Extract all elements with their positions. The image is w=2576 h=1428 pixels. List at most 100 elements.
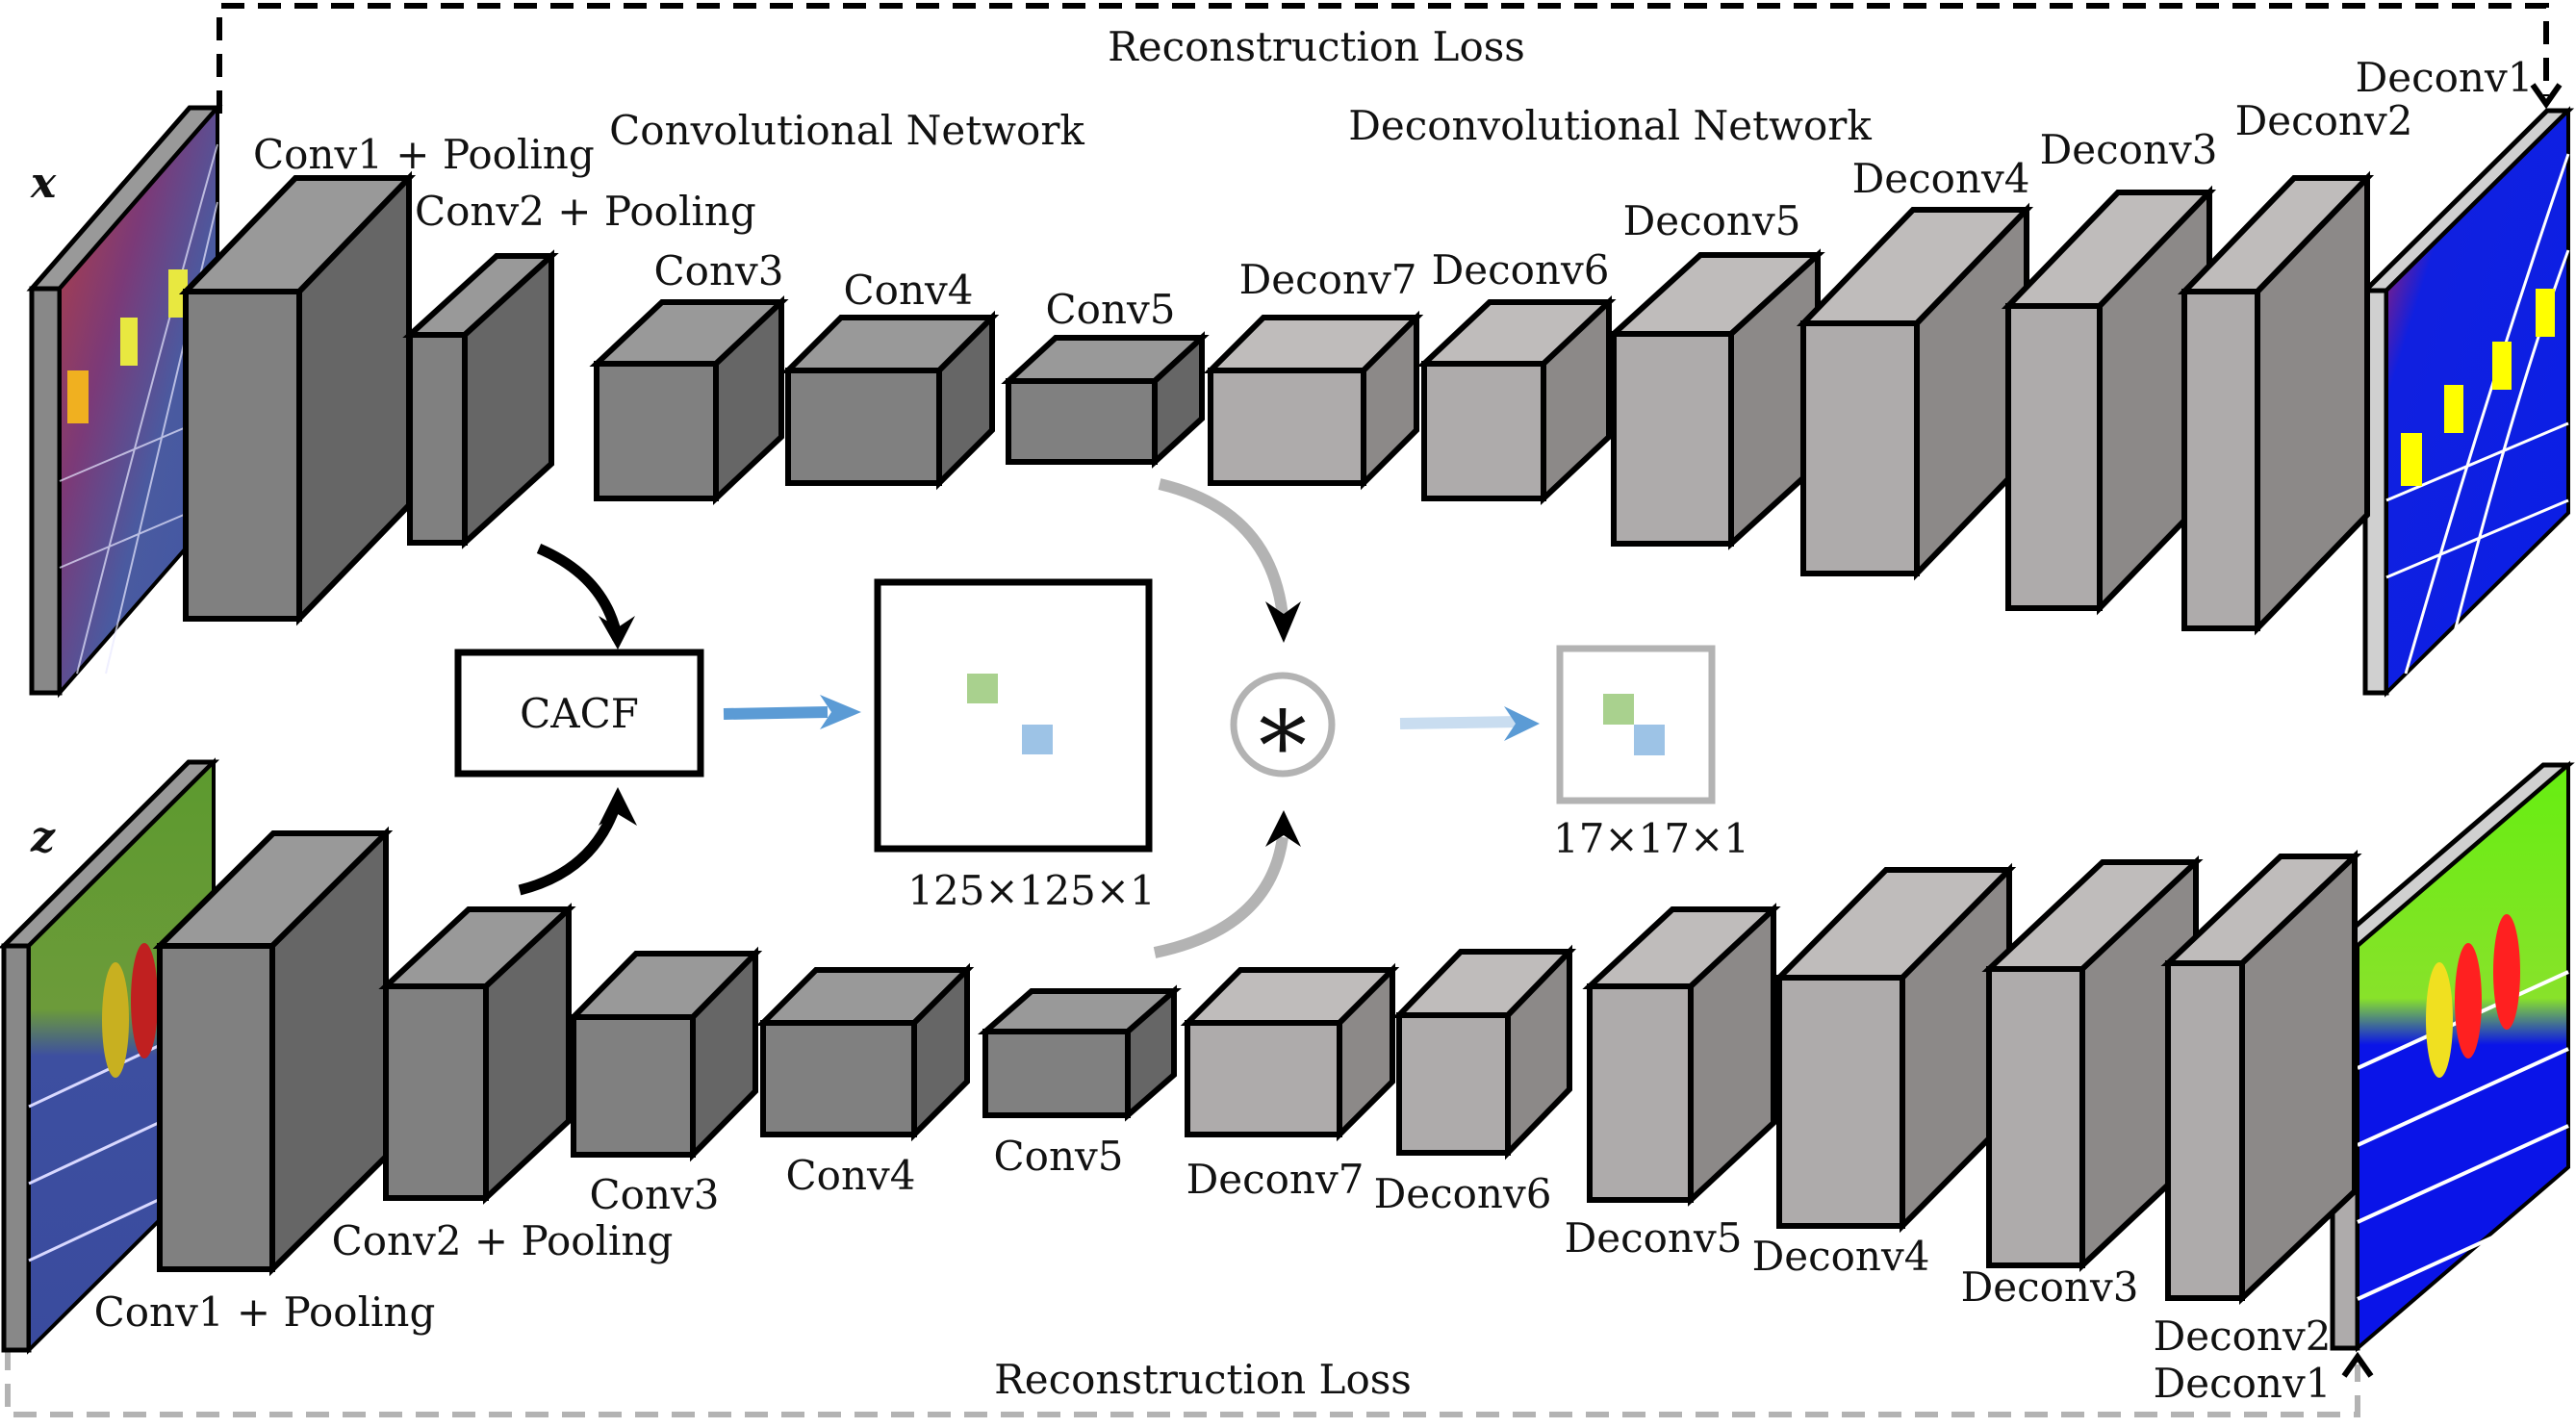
cacf-input-arrows [518, 543, 637, 896]
top-layer-label: Conv2 + Pooling [415, 188, 756, 235]
cacf-output-arrow [723, 695, 861, 729]
top-layer-block-2 [402, 249, 559, 549]
top-layer-label: Deconv1 [2356, 54, 2534, 101]
top-layer-block-7 [1416, 295, 1617, 505]
bottom-layer-label: Deconv1 [2154, 1360, 2332, 1407]
conv-network-label: Convolutional Network [609, 107, 1084, 154]
reconstruction-loss-top-loop [217, 3, 2563, 114]
correlation-symbol: ∗ [1250, 671, 1315, 783]
green-patch-small [1603, 694, 1634, 725]
correlation-output-arrow [1399, 706, 1540, 741]
bottom-layer-label: Deconv4 [1752, 1233, 1930, 1280]
bottom-layer-label: Conv5 [994, 1133, 1124, 1180]
cacf-box [454, 649, 704, 778]
top-layer-block-5 [1001, 331, 1210, 469]
top-layer-block-10 [2001, 185, 2217, 616]
bottom-layer-label: Deconv6 [1374, 1170, 1552, 1217]
reconstruction-loss-bottom-label: Reconstruction Loss [994, 1356, 1412, 1403]
deconv-network-label: Deconvolutional Network [1348, 102, 1872, 149]
bottom-layer-label: Deconv2 [2154, 1313, 2332, 1360]
top-layer-block-4 [780, 310, 1000, 491]
blue-patch [1022, 725, 1053, 754]
block-front-face [982, 1029, 1131, 1118]
bottom-layer-block-10 [1981, 855, 2204, 1272]
block-front-face [2005, 303, 2103, 611]
block-front-face [594, 361, 719, 501]
bottom-layer-block-6 [1180, 962, 1400, 1142]
block-front-face [1006, 378, 1158, 465]
top-layer-label: Conv4 [844, 267, 974, 314]
input-z-label: z [30, 813, 56, 862]
top-layer-label: Deconv6 [1432, 246, 1610, 293]
output-image-z [2326, 760, 2575, 1353]
block-front-face [1396, 1012, 1511, 1156]
top-layer-block-8 [1606, 248, 1825, 550]
block-front-face [571, 1014, 696, 1158]
bottom-layer-block-5 [978, 984, 1182, 1122]
block-front-face [785, 368, 942, 486]
top-layer-block-3 [589, 295, 789, 505]
top-layer-block-11 [2177, 170, 2375, 636]
response-map-large [874, 578, 1153, 853]
top-layer-block-6 [1203, 310, 1424, 491]
reconstruction-loss-top-label: Reconstruction Loss [1108, 23, 1525, 70]
bottom-layer-block-8 [1582, 903, 1781, 1207]
bottom-layer-label: Deconv3 [1961, 1263, 2139, 1311]
top-layer-label: Conv1 + Pooling [253, 131, 595, 178]
block-front-face [157, 943, 275, 1272]
bottom-layer-block-4 [755, 962, 975, 1142]
top-layer-label: Deconv5 [1623, 197, 1801, 244]
response-small-size-label: 17×17×1 [1553, 815, 1749, 862]
block-front-face [1421, 361, 1546, 501]
top-layer-label: Deconv7 [1239, 256, 1417, 303]
block-front-face [2181, 289, 2260, 631]
block-front-face [2165, 960, 2245, 1301]
block-front-face [1611, 331, 1734, 547]
block-front-face [1185, 1020, 1342, 1137]
bottom-layer-label: Conv1 + Pooling [94, 1288, 436, 1336]
bottom-layer-label: Conv3 [590, 1171, 720, 1218]
top-layer-label: Deconv3 [2040, 126, 2218, 173]
top-layer-label: Conv3 [654, 247, 784, 294]
bottom-layer-label: Deconv5 [1565, 1214, 1743, 1262]
block-front-face [383, 983, 489, 1201]
green-patch [967, 674, 998, 703]
block-front-face [183, 289, 302, 622]
bottom-layer-block-9 [1772, 862, 2017, 1234]
top-layer-label: Conv5 [1046, 286, 1176, 333]
cacf-label: CACF [520, 690, 639, 737]
bottom-branch-layers [152, 826, 2362, 1305]
reconstruction-loss-bottom-loop [5, 1347, 2374, 1417]
correlation-input-arrows [1153, 478, 1301, 958]
bottom-layer-label: Conv2 + Pooling [332, 1217, 674, 1264]
top-layer-block-9 [1796, 202, 2034, 581]
input-image-x [26, 102, 223, 699]
bottom-layer-block-2 [378, 903, 576, 1205]
input-x-label: x [30, 159, 57, 208]
bottom-layer-block-7 [1391, 944, 1577, 1160]
response-large-size-label: 125×125×1 [907, 867, 1155, 914]
block-front-face [760, 1020, 917, 1137]
block-front-face [1208, 368, 1366, 486]
bottom-layer-block-11 [2160, 850, 2362, 1305]
top-branch-layers [178, 170, 2375, 636]
block-front-face [1986, 966, 2085, 1268]
correlation-operator [1230, 672, 1336, 778]
blue-patch-small [1634, 725, 1665, 755]
output-image-x [2359, 106, 2575, 698]
block-front-face [1587, 983, 1694, 1203]
bottom-layer-label: Deconv7 [1186, 1156, 1365, 1203]
bottom-layer-label: Conv4 [786, 1152, 916, 1199]
bottom-layer-block-3 [566, 946, 763, 1162]
block-front-face [407, 332, 468, 546]
block-front-face [1776, 975, 1905, 1229]
block-front-face [1800, 320, 1920, 576]
top-layer-label: Deconv2 [2235, 97, 2413, 144]
top-layer-label: Deconv4 [1852, 155, 2030, 202]
bottom-layer-block-1 [152, 826, 394, 1277]
top-layer-block-1 [178, 170, 417, 626]
